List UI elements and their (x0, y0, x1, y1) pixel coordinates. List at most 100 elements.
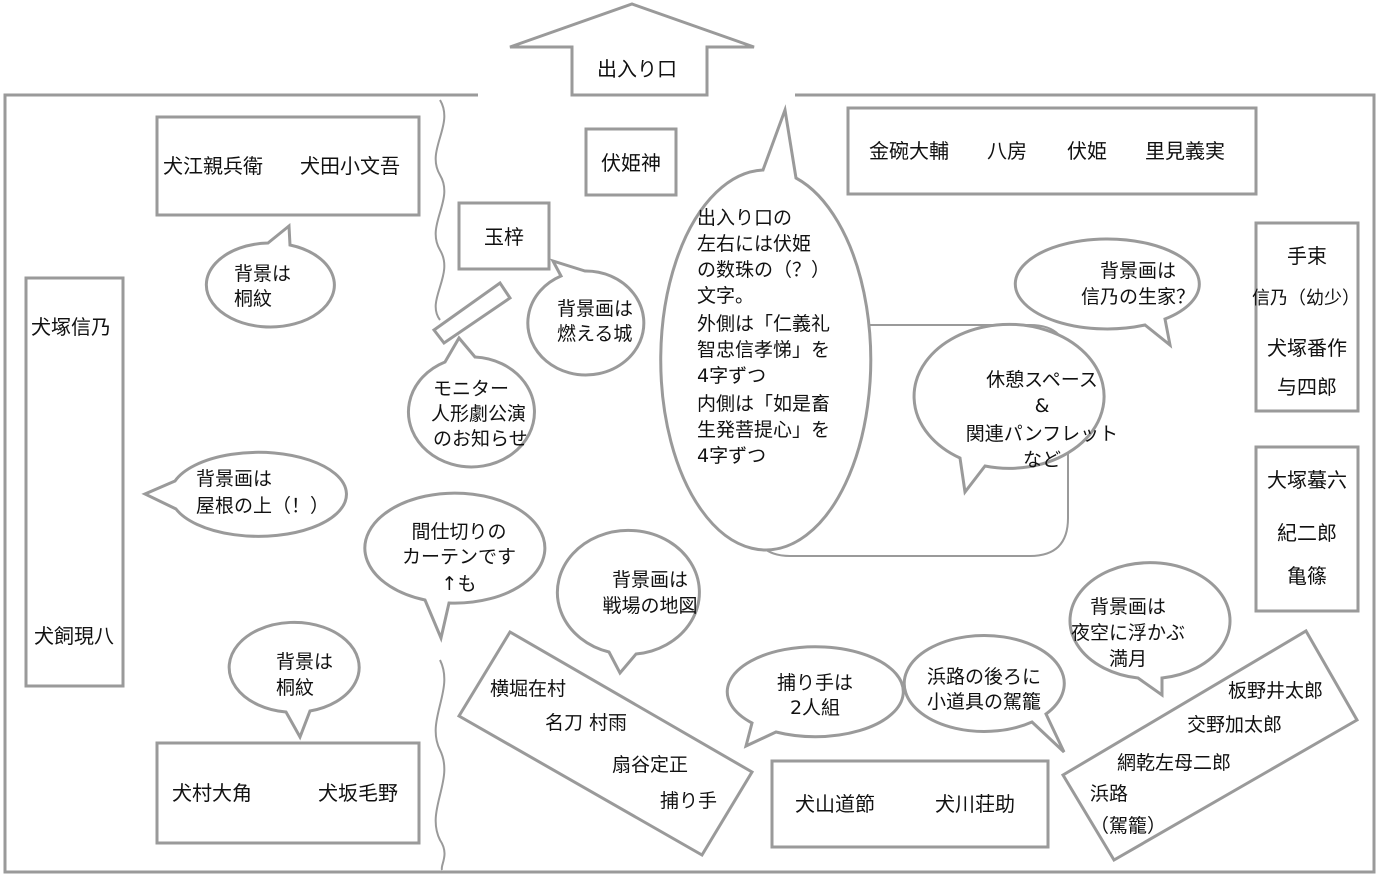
box-bottom-center-name-1: 犬山道節 (795, 792, 875, 816)
bubble-curtain-line-3: ↑も (442, 573, 477, 595)
bubble-rest-line-3: 関連パンフレット (966, 423, 1118, 445)
box-tamaazusa-label: 玉梓 (484, 225, 524, 249)
box-right-upper-name-1: 手束 (1287, 244, 1327, 268)
bubble-roof-line-1: 背景画は (196, 468, 272, 490)
bubble-kiri-1-line-2: 桐紋 (234, 288, 272, 310)
box-bottom-center-name-2: 犬川荘助 (935, 792, 1015, 816)
bubble-kiri-1 (204, 222, 336, 329)
bubble-curtain-line-2: カーテンです (402, 546, 516, 568)
bubble-roof (141, 450, 348, 538)
bubble-moon-line-1: 背景画は (1090, 596, 1166, 618)
box-bottom-left-name-2: 犬坂毛野 (318, 781, 398, 805)
monitor-panel (431, 280, 513, 346)
box-diag-left-name-1: 横堀在村 (490, 678, 566, 700)
bubble-moon-line-2: 夜空に浮かぶ (1071, 622, 1185, 644)
bubble-kiri-2-line-1: 背景は (276, 651, 333, 673)
bubble-castle (526, 258, 646, 377)
box-fusehime-shin (584, 127, 678, 197)
box-left-tall-name-2: 犬飼現八 (34, 624, 114, 648)
box-diag-right-name-3: 網乾左母二郎 (1117, 752, 1231, 774)
bubble-castle-line-2: 燃える城 (557, 323, 632, 345)
curtain-line-upper (434, 99, 446, 321)
box-right-lower-name-1: 大塚蟇六 (1267, 468, 1347, 492)
box-right-upper-name-2: 信乃（幼少） (1252, 288, 1360, 309)
bubble-entrance-line-8: 内側は「如是畜 (697, 393, 830, 415)
box-right-upper (1254, 221, 1360, 413)
bubble-entrance-line-4: 文字。 (697, 285, 754, 307)
box-diag-left-name-2: 名刀 村雨 (545, 712, 627, 734)
box-right-lower-name-3: 亀篠 (1287, 564, 1327, 588)
box-top-right-name-4: 里見義実 (1145, 139, 1225, 163)
box-right-lower (1254, 445, 1360, 613)
bubble-rest-space (912, 322, 1106, 496)
curtain-line-lower (434, 659, 446, 871)
bubble-entrance-line-9: 生発菩提心」を (697, 419, 830, 441)
entrance-label: 出入り口 (597, 57, 677, 81)
box-tamaazusa (457, 201, 551, 271)
bubble-rest-line-4: など (1023, 449, 1061, 471)
bubble-kiri-2 (227, 620, 361, 741)
box-left-tall (24, 276, 125, 688)
bubble-battlefield-line-1: 背景画は (612, 569, 688, 591)
box-diag-left-name-3: 扇谷定正 (612, 754, 688, 776)
bubble-catchers (725, 645, 905, 749)
box-right-upper-name-3: 犬塚番作 (1267, 336, 1347, 360)
bubble-birthplace-line-2: 信乃の生家？ (1081, 286, 1195, 308)
box-top-left (155, 115, 421, 217)
bubble-catchers-line-1: 捕り手は (777, 672, 853, 694)
bubble-catchers-line-2: 2人組 (790, 697, 840, 719)
bubble-monitor-line-3: のお知らせ (433, 428, 528, 450)
bubble-monitor-line-2: 人形劇公演 (431, 403, 526, 425)
bubble-curtain (363, 491, 547, 643)
box-left-tall-name-1: 犬塚信乃 (31, 315, 111, 339)
bubble-entrance-line-2: 左右には伏姫 (697, 233, 811, 255)
room-wall (3, 93, 1376, 874)
box-diag-right-name-1: 板野井太郎 (1228, 680, 1323, 702)
bubble-entrance-line-6: 智忠信孝悌」を (697, 339, 830, 361)
bubble-curtain-line-1: 間仕切りの (411, 521, 506, 543)
box-diag-right-name-2: 交野加太郎 (1187, 714, 1282, 736)
bubble-monitor (406, 335, 536, 469)
box-bottom-diagonal-right (1060, 628, 1360, 863)
box-bottom-left-name-1: 犬村大角 (172, 781, 252, 805)
box-fusehime-shin-label: 伏姫神 (601, 151, 661, 175)
bubble-rest-line-2: & (1035, 395, 1050, 417)
box-right-lower-name-2: 紀二郎 (1277, 521, 1337, 545)
bubble-entrance-line-5: 外側は「仁義礼 (697, 313, 830, 335)
bubble-entrance-line-1: 出入り口の (697, 207, 792, 229)
box-top-left-name-2: 犬田小文吾 (300, 154, 400, 178)
bubble-entrance-line-10: 4字ずつ (697, 445, 766, 467)
bubble-roof-line-2: 屋根の上（！） (196, 495, 329, 517)
bubble-kiri-2-line-2: 桐紋 (276, 677, 314, 699)
bubble-kiri-1-line-1: 背景は (234, 263, 291, 285)
box-right-upper-name-4: 与四郎 (1277, 375, 1337, 399)
bubble-birthplace (1013, 237, 1201, 349)
box-top-left-name-1: 犬江親兵衛 (163, 154, 263, 178)
box-bottom-left (155, 741, 421, 845)
bubble-palanquin-line-2: 小道具の駕籠 (927, 691, 1041, 713)
box-diag-left-name-4: 捕り手 (660, 790, 717, 812)
bubble-entrance-line-3: の数珠の（？） (697, 259, 830, 281)
box-top-right-name-1: 金碗大輔 (869, 139, 949, 163)
box-bottom-center (770, 759, 1050, 849)
box-top-right-name-2: 八房 (987, 139, 1027, 163)
bubble-rest-line-1: 休憩スペース (986, 369, 1098, 391)
bubble-monitor-line-1: モニター (433, 378, 509, 400)
bubble-moon (1068, 561, 1232, 698)
box-bottom-diagonal-left (456, 629, 755, 858)
bubble-entrance-line-7: 4字ずつ (697, 365, 766, 387)
bubble-palanquin-line-1: 浜路の後ろに (927, 666, 1041, 688)
box-diag-right-name-4: 浜路 (1090, 783, 1128, 805)
bubble-castle-line-1: 背景画は (557, 298, 633, 320)
bubble-birthplace-line-1: 背景画は (1100, 260, 1176, 282)
bubble-battlefield (555, 528, 701, 676)
entrance-arrow (509, 2, 755, 97)
bubble-moon-line-3: 満月 (1109, 648, 1147, 670)
bubble-palanquin (902, 634, 1066, 754)
box-diag-right-name-5: （駕籠） (1090, 815, 1166, 837)
box-top-right-name-3: 伏姫 (1067, 139, 1107, 163)
bubble-battlefield-line-2: 戦場の地図 (602, 595, 697, 617)
box-top-right (846, 106, 1258, 196)
bubble-entrance-note (659, 104, 873, 552)
